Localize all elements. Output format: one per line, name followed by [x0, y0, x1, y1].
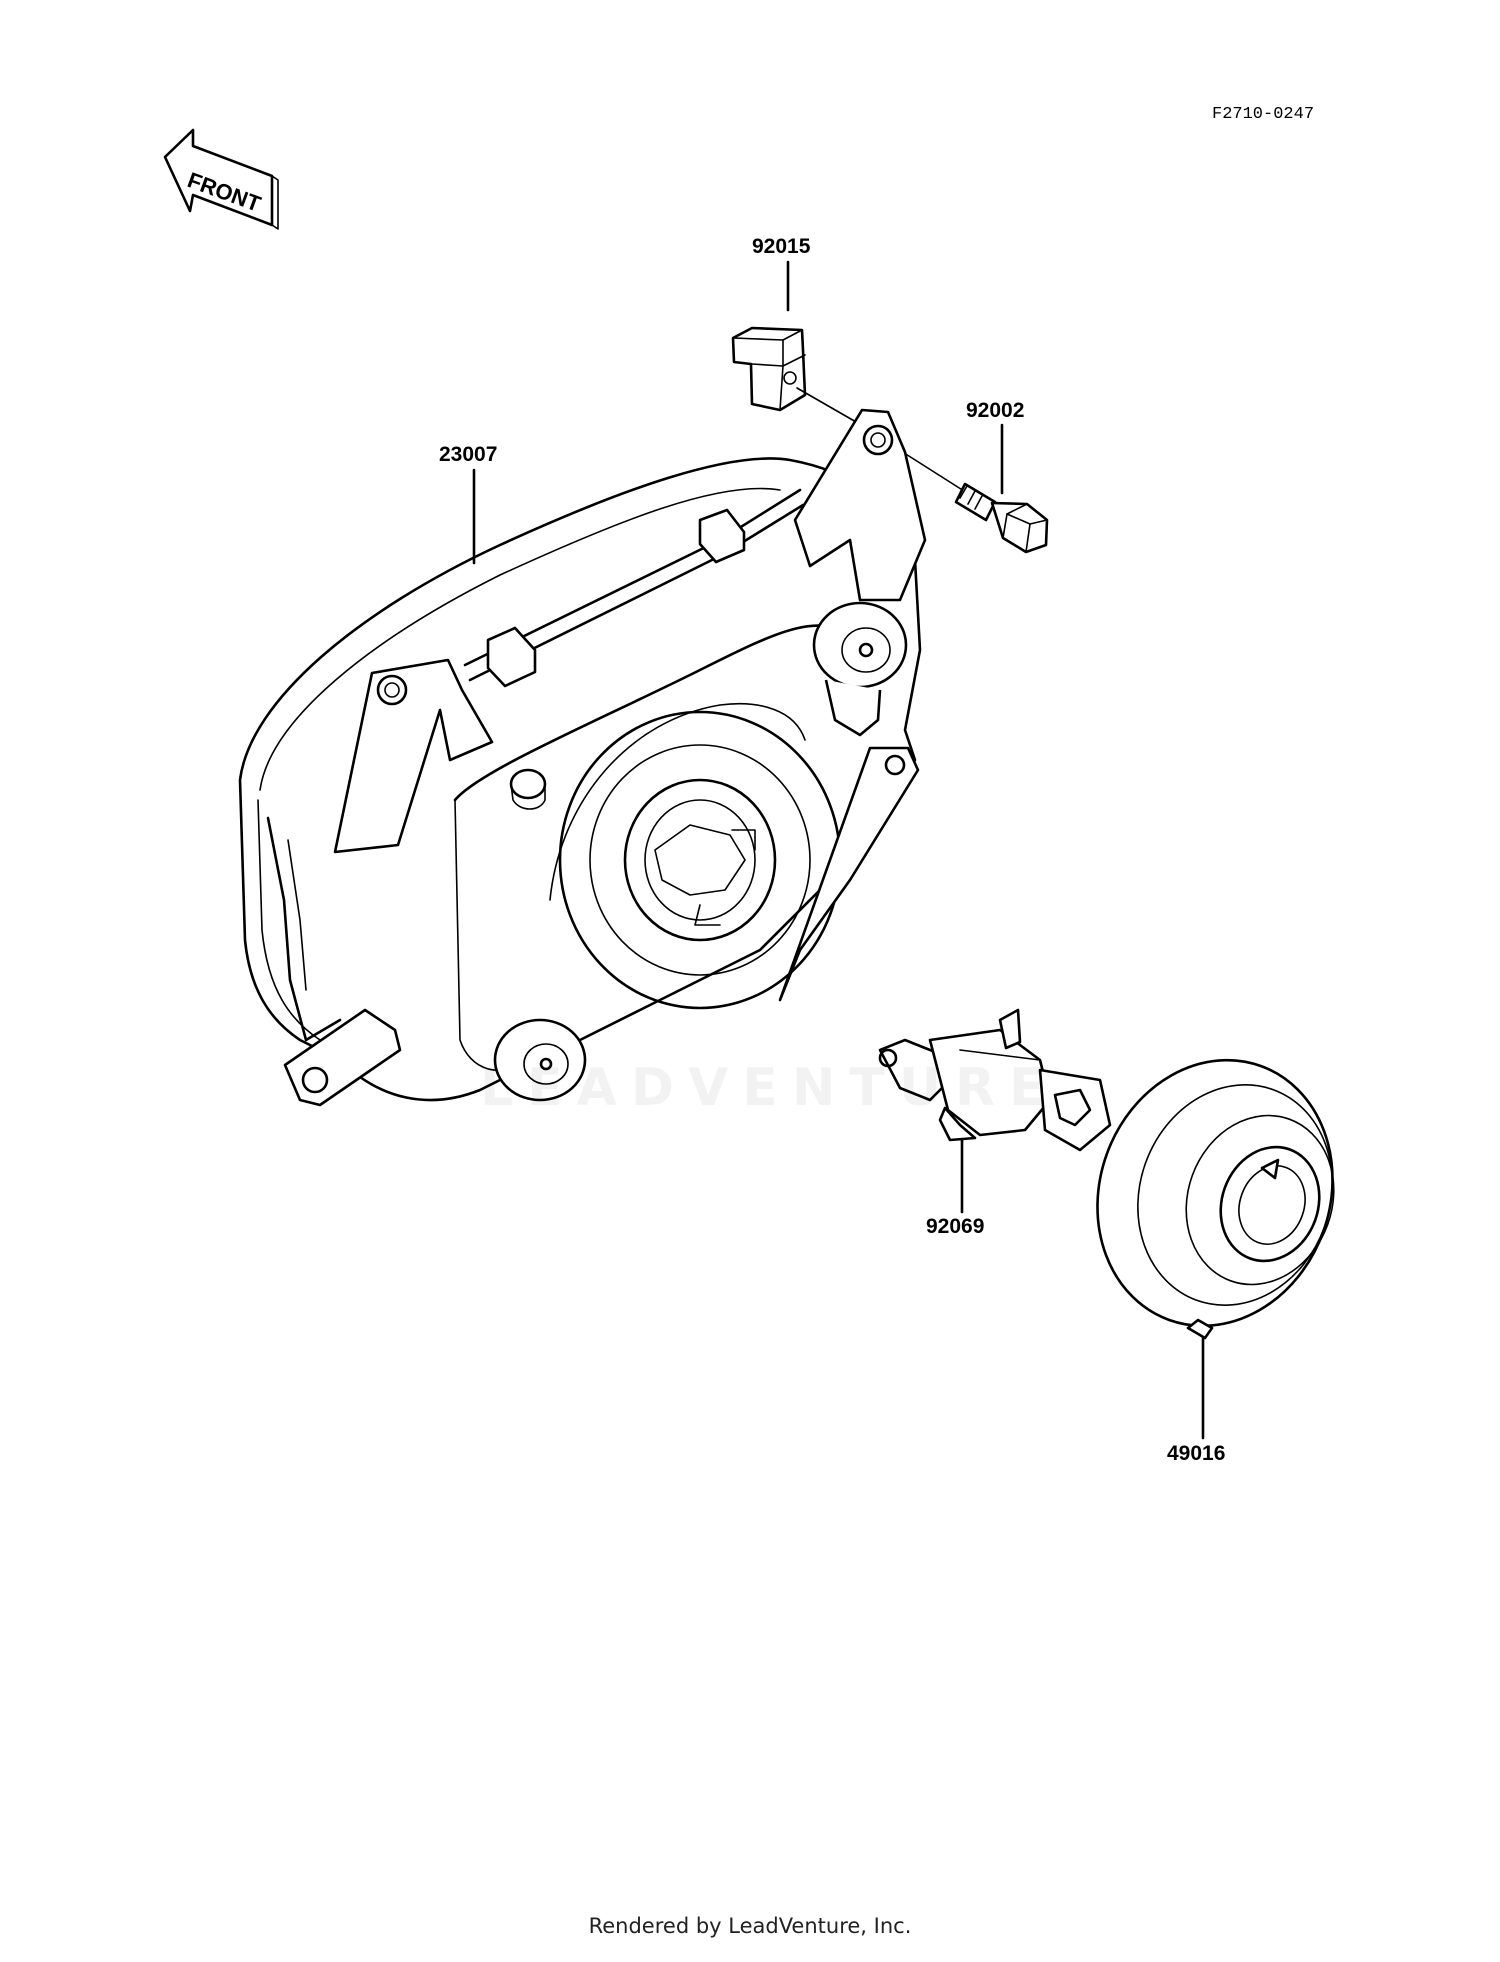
- bulb-part: [878, 1008, 1112, 1152]
- front-arrow-icon: FRONT: [163, 128, 279, 230]
- upper-adjuster-part: [812, 601, 908, 737]
- headlight-housing-part: [238, 408, 927, 1107]
- part-number-92015: 92015: [752, 235, 811, 258]
- part-number-49016: 49016: [1167, 1442, 1225, 1465]
- part-number-92002: 92002: [966, 399, 1024, 422]
- footer-credit: Rendered by LeadVenture, Inc.: [588, 1914, 912, 1938]
- peg-part: [509, 768, 547, 810]
- socket-opening: [549, 702, 842, 1010]
- part-number-23007: 23007: [439, 443, 497, 466]
- figure-code: F2710-0247: [1212, 105, 1314, 124]
- label-92069: 92069: [926, 1136, 984, 1238]
- watermark: LEADVENTURE: [480, 1058, 1059, 1118]
- bolt-part: [889, 443, 1049, 554]
- clip-nut-part: [731, 326, 871, 431]
- lower-adjuster-part: [493, 1018, 587, 1102]
- label-92015: 92015: [752, 235, 811, 312]
- rubber-cap-part: [1096, 1058, 1335, 1340]
- part-number-92069: 92069: [926, 1215, 984, 1238]
- label-92002: 92002: [966, 399, 1024, 495]
- label-49016: 49016: [1167, 1335, 1225, 1465]
- label-23007: 23007: [439, 443, 497, 565]
